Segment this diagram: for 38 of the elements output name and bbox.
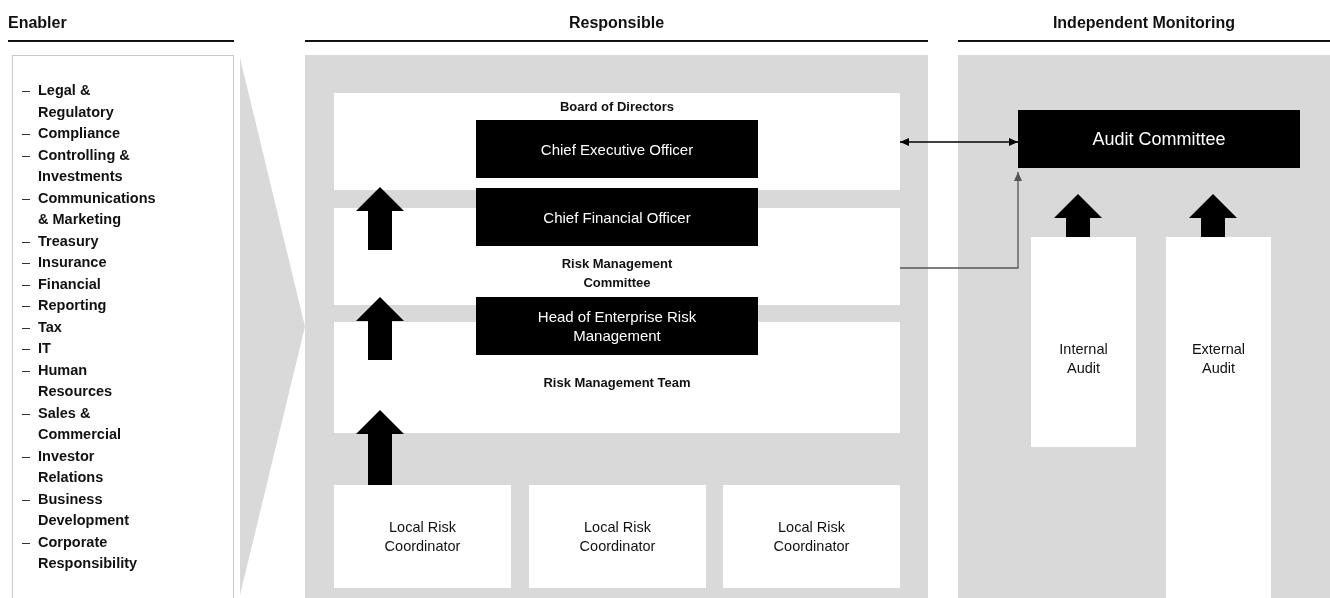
list-item: Treasury <box>38 231 100 251</box>
role-card: External Audit <box>1166 237 1271 598</box>
section-heading: Independent Monitoring <box>1051 13 1237 33</box>
block-arrow <box>1054 194 1102 237</box>
block-arrow <box>356 410 404 485</box>
list-item: Legal & Regulatory <box>38 81 115 122</box>
band-label: Risk Management Committee <box>560 255 674 292</box>
section-heading: Enabler <box>8 13 68 33</box>
role-box: Chief Executive Officer <box>476 120 758 178</box>
role-box: Chief Financial Officer <box>476 188 758 246</box>
list-item: Communications & Marketing <box>38 188 157 229</box>
block-arrow <box>1189 194 1237 237</box>
role-card: Local Risk Coordinator <box>529 485 706 588</box>
list-item: Investor Relations <box>38 446 105 487</box>
block-arrow <box>356 187 404 250</box>
level-band <box>334 93 900 190</box>
role-card: Local Risk Coordinator <box>723 485 900 588</box>
role-box: Audit Committee <box>1018 110 1300 168</box>
block-arrow <box>356 297 404 360</box>
list-item: Sales & Commercial <box>38 403 122 444</box>
list-item: Human Resources <box>38 360 114 401</box>
list-item: Insurance <box>38 253 108 272</box>
role-card: Internal Audit <box>1031 237 1136 447</box>
role-box: Head of Enterprise Risk Management <box>476 297 758 355</box>
list-item: Compliance <box>38 124 122 143</box>
band-label: Risk Management Team <box>542 374 692 392</box>
list-item: Business Development <box>38 489 131 530</box>
list-item: IT <box>38 339 52 358</box>
list-item: Tax <box>38 317 63 337</box>
arrow <box>899 171 1022 269</box>
section-heading: Responsible <box>567 13 666 33</box>
list-item: Financial <box>38 274 102 294</box>
list-item: Reporting <box>38 296 108 315</box>
role-card: Local Risk Coordinator <box>334 485 511 588</box>
list-item: Controlling & Investments <box>38 145 131 186</box>
list-item: Corporate Responsibility <box>38 532 139 573</box>
band-label: Board of Directors <box>558 98 676 116</box>
arrow <box>899 138 1019 146</box>
